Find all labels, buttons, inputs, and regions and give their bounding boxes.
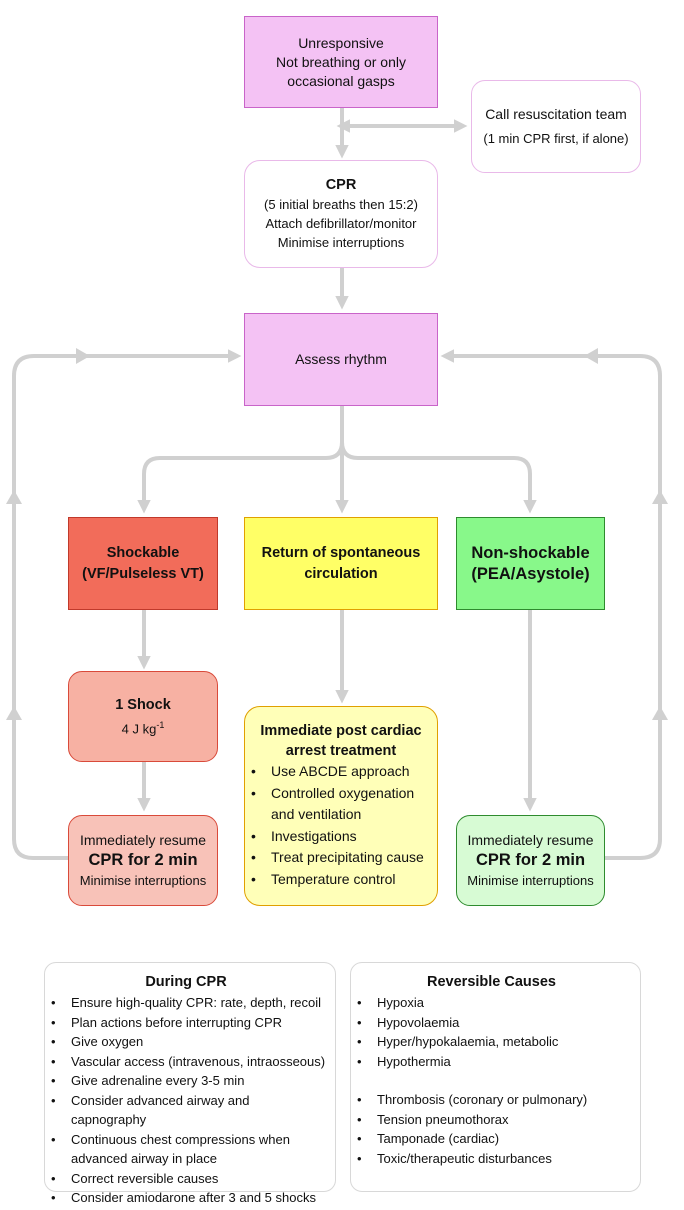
list-item: Hypoxia bbox=[351, 993, 632, 1013]
call-team-box: Call resuscitation team (1 min CPR first… bbox=[471, 80, 641, 173]
list-item: Hypovolaemia bbox=[351, 1013, 632, 1033]
cpr-box: CPR (5 initial breaths then 15:2) Attach… bbox=[244, 160, 438, 268]
post-arrest-list: Use ABCDE approach Controlled oxygenatio… bbox=[245, 761, 437, 890]
list-item: Consider amiodarone after 3 and 5 shocks bbox=[45, 1188, 327, 1208]
list-item: Continuous chest compressions when advan… bbox=[45, 1130, 327, 1169]
shock-box: 1 Shock 4 J kg-1 bbox=[68, 671, 218, 762]
start-line-2: Not breathing or only bbox=[276, 53, 406, 70]
cpr-line-1: (5 initial breaths then 15:2) bbox=[264, 197, 418, 212]
list-item: Temperature control bbox=[245, 869, 431, 891]
post-arrest-title-1: Immediate post cardiac bbox=[260, 723, 422, 739]
rosc-box: Return of spontaneous circulation bbox=[244, 517, 438, 610]
during-cpr-title: During CPR bbox=[145, 974, 227, 990]
list-item: Give adrenaline every 3-5 min bbox=[45, 1071, 327, 1091]
reversible-causes-list-a: Hypoxia Hypovolaemia Hyper/hypokalaemia,… bbox=[351, 993, 632, 1071]
post-arrest-box: Immediate post cardiac arrest treatment … bbox=[244, 706, 438, 906]
resume-right-line-1: Immediately resume bbox=[467, 832, 594, 848]
list-item: Controlled oxygenation and ventilation bbox=[245, 783, 431, 826]
list-item: Tamponade (cardiac) bbox=[351, 1129, 632, 1149]
cpr-line-3: Minimise interruptions bbox=[277, 235, 405, 250]
non-shockable-line-1: Non-shockable bbox=[471, 543, 590, 562]
rosc-line-2: circulation bbox=[304, 565, 378, 582]
list-item: Tension pneumothorax bbox=[351, 1110, 632, 1130]
loop-left bbox=[12, 349, 242, 860]
resume-right-line-2: CPR for 2 min bbox=[475, 851, 586, 869]
list-item: Treat precipitating cause bbox=[245, 847, 431, 869]
resume-left-line-1: Immediately resume bbox=[79, 832, 207, 848]
non-shockable-box: Non-shockable (PEA/Asystole) bbox=[456, 517, 605, 610]
list-item: Hypothermia bbox=[351, 1052, 632, 1072]
list-item: Ensure high-quality CPR: rate, depth, re… bbox=[45, 993, 327, 1013]
non-shockable-line-2: (PEA/Asystole) bbox=[471, 564, 590, 583]
reversible-causes-panel: Reversible Causes Hypoxia Hypovolaemia H… bbox=[350, 962, 641, 1192]
list-item: Plan actions before interrupting CPR bbox=[45, 1013, 327, 1033]
during-cpr-panel: During CPR Ensure high-quality CPR: rate… bbox=[44, 962, 336, 1207]
shockable-line-1: Shockable bbox=[106, 544, 180, 561]
arrow-assess-to-branches bbox=[137, 406, 344, 514]
list-item: Hyper/hypokalaemia, metabolic bbox=[351, 1032, 632, 1052]
list-item: Use ABCDE approach bbox=[245, 761, 431, 783]
shockable-box: Shockable (VF/Pulseless VT) bbox=[68, 517, 218, 610]
shock-dose: 4 J kg-1 bbox=[121, 719, 165, 737]
shockable-line-2: (VF/Pulseless VT) bbox=[82, 565, 204, 582]
resume-cpr-left-box: Immediately resume CPR for 2 min Minimis… bbox=[68, 815, 218, 906]
list-item: Investigations bbox=[245, 826, 431, 848]
reversible-causes-list-b: Thrombosis (coronary or pulmonary) Tensi… bbox=[351, 1090, 632, 1168]
assess-rhythm-label: Assess rhythm bbox=[295, 351, 387, 367]
cpr-line-2: Attach defibrillator/monitor bbox=[265, 216, 417, 231]
list-item: Correct reversible causes bbox=[45, 1169, 327, 1189]
rosc-line-1: Return of spontaneous bbox=[261, 544, 421, 561]
during-cpr-list: Ensure high-quality CPR: rate, depth, re… bbox=[45, 993, 327, 1208]
list-item: Toxic/therapeutic disturbances bbox=[351, 1149, 632, 1169]
resume-cpr-right-box: Immediately resume CPR for 2 min Minimis… bbox=[456, 815, 605, 906]
call-team-line-1: Call resuscitation team bbox=[485, 106, 627, 122]
start-line-3: occasional gasps bbox=[287, 72, 395, 89]
list-item: Give oxygen bbox=[45, 1032, 327, 1052]
call-team-line-2: (1 min CPR first, if alone) bbox=[483, 131, 629, 146]
assess-rhythm-box: Assess rhythm bbox=[244, 313, 438, 406]
post-arrest-title-2: arrest treatment bbox=[285, 743, 397, 759]
list-item: Thrombosis (coronary or pulmonary) bbox=[351, 1090, 632, 1110]
shock-title: 1 Shock bbox=[115, 696, 171, 713]
resume-right-line-3: Minimise interruptions bbox=[467, 873, 594, 888]
shock-dose-exponent: -1 bbox=[156, 719, 165, 730]
resume-left-line-3: Minimise interruptions bbox=[79, 873, 207, 888]
start-line-1: Unresponsive bbox=[298, 34, 384, 51]
list-item: Vascular access (intravenous, intraosseo… bbox=[45, 1052, 327, 1072]
list-item: Consider advanced airway and capnography bbox=[45, 1091, 327, 1130]
reversible-causes-title: Reversible Causes bbox=[427, 974, 556, 990]
resume-left-line-2: CPR for 2 min bbox=[88, 851, 198, 869]
unresponsive-box: Unresponsive Not breathing or only occas… bbox=[244, 16, 438, 108]
cpr-title: CPR bbox=[325, 177, 357, 193]
loop-right bbox=[440, 349, 662, 860]
